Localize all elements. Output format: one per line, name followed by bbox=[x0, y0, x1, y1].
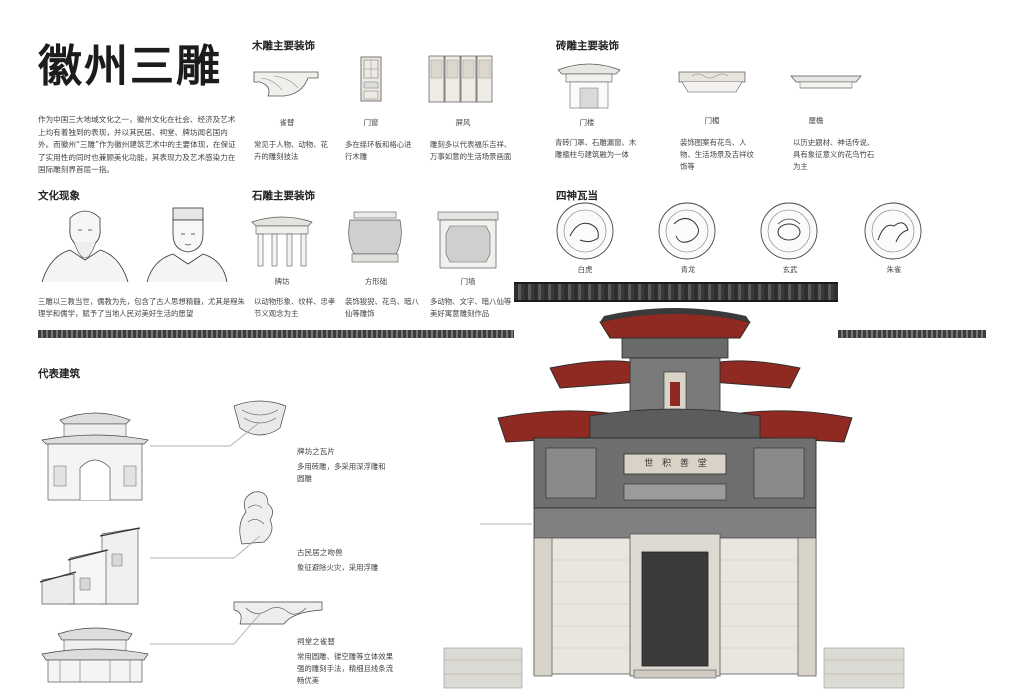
memorial-archway-illustration bbox=[40, 406, 150, 502]
confucius-portrait bbox=[40, 204, 130, 283]
stone-item-name: 方形础 bbox=[364, 277, 388, 286]
leader-line-beast bbox=[150, 535, 261, 559]
roof-tile-detail-illustration bbox=[232, 398, 288, 442]
rep-heading: 代表建筑 bbox=[38, 368, 80, 380]
culture-heading: 文化现象 bbox=[38, 190, 80, 202]
ancestral-hall-illustration bbox=[40, 620, 150, 684]
stone-gatewall-illustration bbox=[436, 210, 500, 270]
brick-item-name: 屋檐 bbox=[808, 116, 824, 125]
wood-window-illustration bbox=[360, 56, 382, 102]
rep-item-desc: 常用圆雕、镂空雕等立体效果强的雕刻手法，精细且线条流畅优美 bbox=[297, 652, 394, 685]
brick-gatehouse-illustration bbox=[556, 54, 622, 110]
white-tiger-tile-icon bbox=[556, 202, 614, 260]
intro-paragraph: 作为中国三大地域文化之一，徽州文化在社会、经济及艺术上均有着独到的表现，并以其民… bbox=[38, 115, 236, 175]
rep-item-desc: 多用砖雕，多采用深浮雕和圆雕 bbox=[297, 462, 386, 483]
vermilion-bird-tile-icon bbox=[864, 202, 922, 260]
tile-name: 玄武 bbox=[782, 265, 798, 274]
brick-item-name: 门楼 bbox=[579, 118, 595, 127]
stone-archway-illustration bbox=[250, 208, 314, 268]
roof-tile-band bbox=[514, 282, 838, 302]
brick-heading: 砖雕主要装饰 bbox=[556, 40, 619, 52]
brick-item-desc: 以历史题材、神话传说、具有象征意义的花鸟竹石为主 bbox=[793, 138, 875, 171]
brick-item-desc: 青砖门罩、石雕漏窗、木雕楹柱与建筑融为一体 bbox=[555, 138, 637, 159]
azure-dragon-tile-icon bbox=[658, 202, 716, 260]
wood-heading: 木雕主要装饰 bbox=[252, 40, 315, 52]
residence-illustration bbox=[39, 527, 144, 608]
wall-cap-band-left bbox=[38, 330, 514, 338]
scholar-portrait bbox=[145, 204, 229, 283]
tile-name: 白虎 bbox=[577, 265, 593, 274]
wood-screen-illustration bbox=[428, 54, 494, 104]
wood-item-desc: 多在绦环板和格心进行木雕 bbox=[345, 140, 412, 161]
brick-item-name: 门楣 bbox=[704, 116, 720, 125]
rep-item-desc: 象征避除火灾，采用浮雕 bbox=[297, 563, 379, 572]
gatehouse-illustration bbox=[440, 298, 910, 690]
stone-item-desc: 装饰狻猊、花鸟、暗八仙等雕饰 bbox=[345, 297, 419, 318]
rep-item-name: 祠堂之雀替 bbox=[297, 637, 335, 646]
leader-line-tile bbox=[150, 421, 261, 447]
leader-line-bracket bbox=[150, 613, 261, 645]
stone-item-desc: 多动物、文字、暗八仙等美好寓意雕刻作品 bbox=[430, 297, 512, 318]
tile-name: 青龙 bbox=[680, 265, 696, 274]
stone-item-name: 门墙 bbox=[460, 277, 476, 286]
stone-heading: 石雕主要装饰 bbox=[252, 190, 315, 202]
black-tortoise-tile-icon bbox=[760, 202, 818, 260]
rep-item-name: 牌坊之瓦片 bbox=[297, 447, 335, 456]
wood-item-desc: 雕刻多以代表福乐吉祥、万事如意的生活场景画面 bbox=[430, 140, 512, 161]
brick-lintel-illustration bbox=[678, 70, 746, 96]
stone-item-desc: 以动物形象、纹样、忠孝节义观念为主 bbox=[254, 297, 336, 318]
stone-column-base-illustration bbox=[346, 210, 404, 266]
tile-name: 朱雀 bbox=[886, 265, 902, 274]
culture-desc: 三雕以三教当世，儒教为先，包含了古人思想精髓，尤其是程朱理学和儒学，赋予了当地人… bbox=[38, 297, 245, 318]
page-title: 徽州三雕 bbox=[38, 41, 222, 92]
tiles-heading: 四神瓦当 bbox=[556, 190, 598, 202]
wood-item-name: 屏风 bbox=[455, 118, 471, 127]
rep-item-name: 古民居之吻兽 bbox=[297, 548, 343, 557]
wall-cap-band-right bbox=[838, 330, 986, 338]
stone-item-name: 牌坊 bbox=[274, 277, 290, 286]
wood-item-name: 门窗 bbox=[363, 118, 379, 127]
wood-bracket-illustration bbox=[253, 68, 320, 98]
brick-eave-illustration bbox=[790, 70, 862, 94]
wood-item-name: 雀替 bbox=[279, 118, 295, 127]
brick-item-desc: 装饰图案有花鸟、人物、生活场景及吉祥纹饰等 bbox=[680, 138, 754, 171]
wood-item-desc: 常见于人物、动物、花卉的雕刻技法 bbox=[254, 140, 328, 161]
ridge-beast-illustration bbox=[232, 488, 278, 546]
gate-plaque-text: 世 积 善 堂 bbox=[644, 459, 710, 469]
